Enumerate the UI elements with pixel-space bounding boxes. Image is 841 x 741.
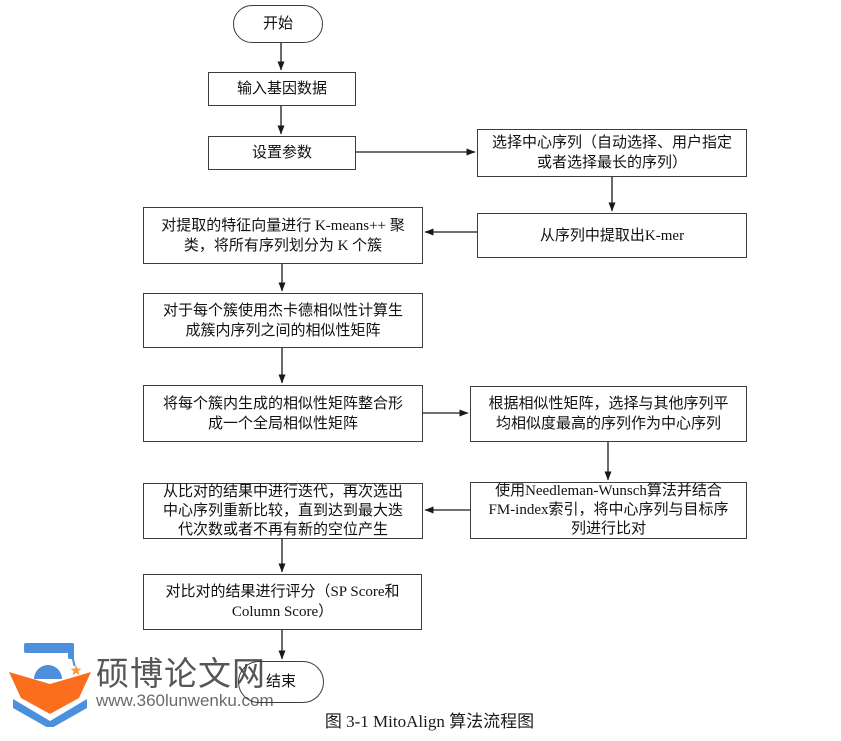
node-kmeans-cluster: 对提取的特征向量进行 K-means++ 聚 类，将所有序列划分为 K 个簇 [143, 207, 423, 264]
node-end: 结束 [238, 661, 324, 703]
watermark: 硕博论文网 www.360lunwenku.com [6, 641, 274, 727]
node-extract-kmer: 从序列中提取出K-mer [477, 213, 747, 258]
node-select-center: 选择中心序列（自动选择、用户指定 或者选择最长的序列） [477, 129, 747, 177]
node-jaccard-similarity: 对于每个簇使用杰卡德相似性计算生 成簇内序列之间的相似性矩阵 [143, 293, 423, 348]
watermark-site-name: 硕博论文网 [96, 655, 266, 692]
figure-caption: 图 3-1 MitoAlign 算法流程图 [324, 712, 535, 731]
node-set-params: 设置参数 [208, 136, 356, 170]
node-iterate: 从比对的结果中进行迭代，再次选出 中心序列重新比较，直到达到最大迭 代次数或者不… [143, 483, 423, 539]
node-nw-align: 使用Needleman-Wunsch算法并结合 FM-index索引，将中心序列… [470, 482, 747, 539]
node-merge-matrix: 将每个簇内生成的相似性矩阵整合形 成一个全局相似性矩阵 [143, 385, 423, 442]
graduation-cap-open-book-icon [9, 643, 91, 727]
watermark-site-url: www.360lunwenku.com [96, 691, 274, 710]
star-icon [70, 665, 82, 675]
node-input-data: 输入基因数据 [208, 72, 356, 106]
node-start: 开始 [233, 5, 323, 43]
node-choose-center: 根据相似性矩阵，选择与其他序列平 均相似度最高的序列作为中心序列 [470, 386, 747, 442]
node-score: 对比对的结果进行评分（SP Score和 Column Score） [143, 574, 422, 630]
